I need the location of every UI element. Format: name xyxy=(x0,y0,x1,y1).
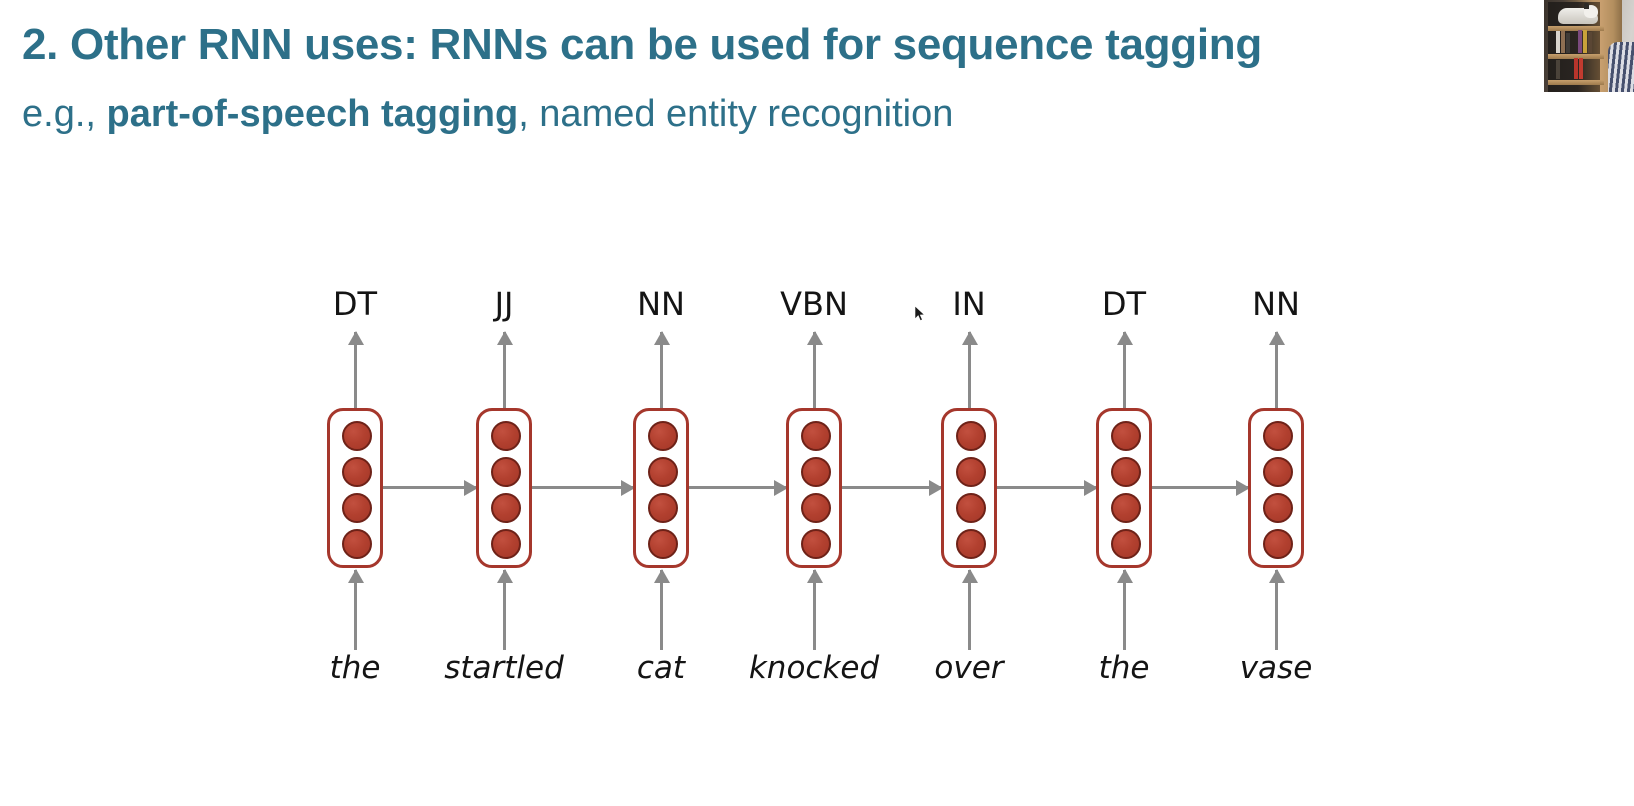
book-icon xyxy=(1561,31,1565,53)
recurrent-connection-arrow-icon xyxy=(997,479,1098,496)
pos-tag-label: NN xyxy=(637,285,685,323)
page-title: 2. Other RNN uses: RNNs can be used for … xyxy=(22,20,1262,69)
book-icon xyxy=(1578,30,1582,53)
input-arrow-icon xyxy=(496,569,513,650)
input-word-label: startled xyxy=(444,650,564,686)
subtitle-suffix: , named entity recognition xyxy=(518,93,954,135)
neuron-unit-icon xyxy=(491,493,521,523)
rnn-hidden-state-cell xyxy=(476,408,532,568)
input-word-label: over xyxy=(934,650,1004,686)
input-arrow-icon xyxy=(1116,569,1133,650)
pos-tag-label: DT xyxy=(1101,285,1147,323)
neuron-unit-icon xyxy=(801,529,831,559)
neuron-unit-icon xyxy=(1111,493,1141,523)
input-arrow-icon xyxy=(653,569,670,650)
input-arrow-icon xyxy=(806,569,823,650)
neuron-unit-icon xyxy=(342,421,372,451)
input-word-label: knocked xyxy=(748,650,880,686)
input-word-label: the xyxy=(1098,650,1150,686)
input-word-label: cat xyxy=(636,650,686,686)
book-icon xyxy=(1566,33,1570,53)
rnn-hidden-state-cell xyxy=(633,408,689,568)
neuron-unit-icon xyxy=(648,421,678,451)
shelf-edge-icon xyxy=(1548,54,1604,59)
neuron-unit-icon xyxy=(491,421,521,451)
presenter-webcam-thumbnail[interactable] xyxy=(1544,0,1634,92)
neuron-unit-icon xyxy=(1111,529,1141,559)
neuron-unit-icon xyxy=(956,529,986,559)
neuron-unit-icon xyxy=(956,457,986,487)
neuron-unit-icon xyxy=(491,457,521,487)
book-icon xyxy=(1574,58,1578,79)
output-arrow-icon xyxy=(1268,331,1285,408)
neuron-unit-icon xyxy=(648,493,678,523)
recurrent-connection-arrow-icon xyxy=(689,479,788,496)
output-arrow-icon xyxy=(961,331,978,408)
rnn-hidden-state-cell xyxy=(941,408,997,568)
shelf-edge-icon xyxy=(1548,80,1604,85)
rnn-hidden-state-cell xyxy=(327,408,383,568)
presenter-silhouette xyxy=(1608,42,1634,92)
neuron-unit-icon xyxy=(1263,529,1293,559)
neuron-unit-icon xyxy=(342,493,372,523)
input-arrow-icon xyxy=(347,569,364,650)
neuron-unit-icon xyxy=(1111,457,1141,487)
rnn-hidden-state-cell xyxy=(786,408,842,568)
rnn-hidden-state-cell xyxy=(1248,408,1304,568)
subtitle-emphasis: part-of-speech tagging xyxy=(106,93,519,135)
book-icon xyxy=(1579,58,1583,79)
slide-subtitle: e.g., part-of-speech tagging, named enti… xyxy=(22,93,1502,136)
rnn-hidden-state-cell xyxy=(1096,408,1152,568)
neuron-unit-icon xyxy=(648,529,678,559)
input-word-label: the xyxy=(329,650,381,686)
neuron-unit-icon xyxy=(801,457,831,487)
neuron-unit-icon xyxy=(342,529,372,559)
neuron-unit-icon xyxy=(491,529,521,559)
recurrent-connection-arrow-icon xyxy=(532,479,635,496)
pos-tag-label: JJ xyxy=(494,285,514,323)
recurrent-connection-arrow-icon xyxy=(1152,479,1250,496)
pos-tag-label: NN xyxy=(1252,285,1300,323)
output-arrow-icon xyxy=(653,331,670,408)
neuron-unit-icon xyxy=(1263,457,1293,487)
input-arrow-icon xyxy=(961,569,978,650)
pos-tag-label: VBN xyxy=(780,285,848,323)
book-icon xyxy=(1583,30,1587,53)
neuron-unit-icon xyxy=(1263,493,1293,523)
input-arrow-icon xyxy=(1268,569,1285,650)
mouse-pointer-icon xyxy=(914,305,926,321)
recurrent-connection-arrow-icon xyxy=(842,479,943,496)
output-arrow-icon xyxy=(347,331,364,408)
output-arrow-icon xyxy=(1116,331,1133,408)
pos-tag-label: IN xyxy=(952,285,986,323)
output-arrow-icon xyxy=(806,331,823,408)
input-word-label: vase xyxy=(1239,650,1313,686)
book-icon xyxy=(1556,31,1560,53)
neuron-unit-icon xyxy=(801,493,831,523)
recurrent-connection-arrow-icon xyxy=(383,479,478,496)
neuron-unit-icon xyxy=(1111,421,1141,451)
shelf-edge-icon xyxy=(1548,26,1604,31)
cat-ear-icon xyxy=(1584,3,1589,9)
neuron-unit-icon xyxy=(1263,421,1293,451)
neuron-unit-icon xyxy=(342,457,372,487)
neuron-unit-icon xyxy=(801,421,831,451)
book-icon xyxy=(1588,32,1592,53)
pos-tag-label: DT xyxy=(332,285,378,323)
neuron-unit-icon xyxy=(956,421,986,451)
book-icon xyxy=(1556,60,1560,79)
neuron-unit-icon xyxy=(956,493,986,523)
subtitle-prefix: e.g., xyxy=(22,93,107,135)
neuron-unit-icon xyxy=(648,457,678,487)
output-arrow-icon xyxy=(496,331,513,408)
